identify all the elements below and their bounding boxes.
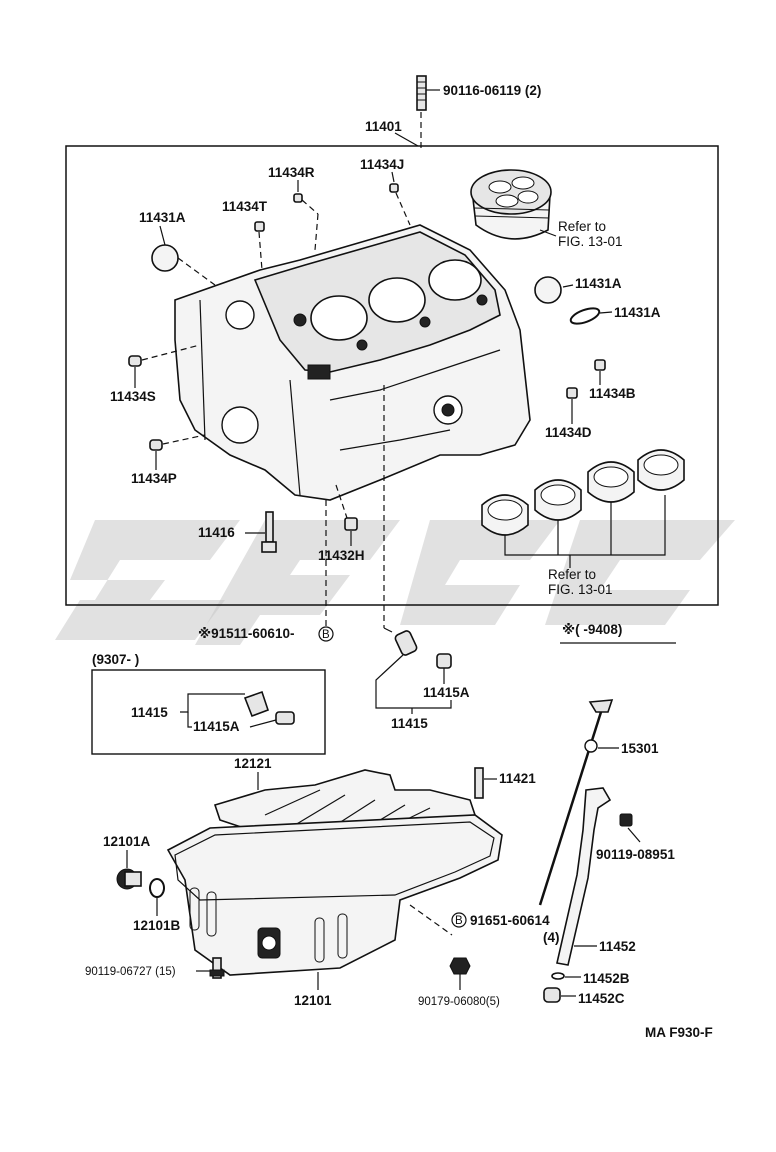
label-box-date-range: (9307- ) — [92, 652, 139, 667]
label-11421: 11421 — [499, 771, 536, 786]
dipstick-15301[interactable] — [538, 699, 614, 906]
pin-11434D[interactable] — [566, 387, 578, 399]
stud-11421[interactable] — [474, 767, 484, 799]
label-91651-qty: (4) — [543, 930, 560, 945]
label-refer-bearing-1: Refer to — [548, 567, 596, 582]
label-11434R: 11434R — [268, 165, 315, 180]
figure-code: MA F930-F — [645, 1025, 713, 1040]
label-note-91511: ※91511-60610- — [198, 626, 294, 641]
pin-11432H[interactable] — [344, 517, 358, 531]
label-11434J: 11434J — [360, 157, 404, 172]
pin-11434T[interactable] — [254, 221, 265, 232]
label-11431A-right-2: 11431A — [614, 305, 661, 320]
label-11401: 11401 — [365, 119, 402, 134]
label-12101B: 12101B — [133, 918, 181, 933]
label-note-b: B — [322, 629, 330, 641]
label-11415: 11415 — [391, 716, 428, 731]
label-12101A: 12101A — [103, 834, 151, 849]
drain-cock-11415[interactable] — [383, 627, 418, 656]
label-11434T: 11434T — [222, 199, 268, 214]
bolt-90119-08951[interactable] — [619, 813, 633, 827]
pin-11434J[interactable] — [389, 183, 399, 193]
label-12101: 12101 — [294, 993, 332, 1008]
label-11452C: 11452C — [578, 991, 625, 1006]
plug-11415A[interactable] — [436, 653, 452, 669]
ring-11431A[interactable] — [569, 305, 601, 327]
main-bearings[interactable] — [481, 449, 685, 536]
dipstick-guide-11452[interactable] — [556, 787, 612, 966]
label-refer-piston-2: FIG. 13-01 — [558, 234, 623, 249]
label-12121: 12121 — [234, 756, 272, 771]
label-11416: 11416 — [198, 525, 235, 540]
label-90119-06727: 90119-06727 (15) — [85, 966, 176, 978]
label-11434S: 11434S — [110, 389, 156, 404]
oil-pan-12101[interactable] — [166, 814, 503, 976]
plug-11431A-left[interactable] — [151, 244, 179, 272]
label-11434D: 11434D — [545, 425, 592, 440]
label-90116-06119: 90116-06119 (2) — [443, 83, 541, 98]
label-11431A-right-1: 11431A — [575, 276, 622, 291]
label-90179-06080: 90179-06080(5) — [418, 996, 500, 1008]
pin-11434S[interactable] — [128, 355, 142, 367]
label-11432H: 11432H — [318, 548, 365, 563]
label-11452B: 11452B — [583, 971, 630, 986]
cylinder-block[interactable] — [174, 224, 531, 501]
label-11434B: 11434B — [589, 386, 636, 401]
drain-cock-11415-variant[interactable] — [243, 690, 295, 725]
pin-11434P[interactable] — [149, 439, 163, 451]
plug-11431A-right[interactable] — [534, 276, 562, 304]
grommet-11452C[interactable] — [543, 987, 561, 1003]
label-refer-bearing-2: FIG. 13-01 — [548, 582, 613, 597]
label-11415A: 11415A — [423, 685, 470, 700]
o-ring-11452B[interactable] — [551, 972, 565, 980]
bolt-90119-06727[interactable] — [209, 957, 225, 979]
label-91651-60614: 91651-60614 — [470, 913, 550, 928]
b-circle-note — [318, 626, 334, 642]
stud-bolt-90116[interactable] — [416, 75, 440, 111]
piston[interactable] — [470, 169, 552, 240]
label-b-91651: B — [455, 915, 463, 927]
pin-11434B[interactable] — [594, 359, 606, 371]
label-11415A-box: 11415A — [193, 719, 240, 734]
label-11431A-left: 11431A — [139, 210, 186, 225]
variant-box — [91, 669, 326, 755]
watermark-logo — [55, 520, 735, 645]
bolt-11416[interactable] — [261, 511, 277, 553]
gasket-12101B[interactable] — [149, 878, 165, 898]
assembly-frame — [65, 145, 719, 606]
nut-90179[interactable] — [449, 957, 471, 975]
label-11452: 11452 — [599, 939, 636, 954]
label-90119-08951: 90119-08951 — [596, 847, 675, 862]
drain-plug-12101A[interactable] — [116, 868, 142, 890]
label-11415-box: 11415 — [131, 705, 168, 720]
pin-11434R[interactable] — [293, 193, 303, 203]
b-circle-91651 — [451, 912, 467, 928]
label-15301: 15301 — [621, 741, 659, 756]
label-note-date-range: ※( -9408) — [562, 622, 622, 637]
label-11434P: 11434P — [131, 471, 177, 486]
label-refer-piston-1: Refer to — [558, 219, 606, 234]
